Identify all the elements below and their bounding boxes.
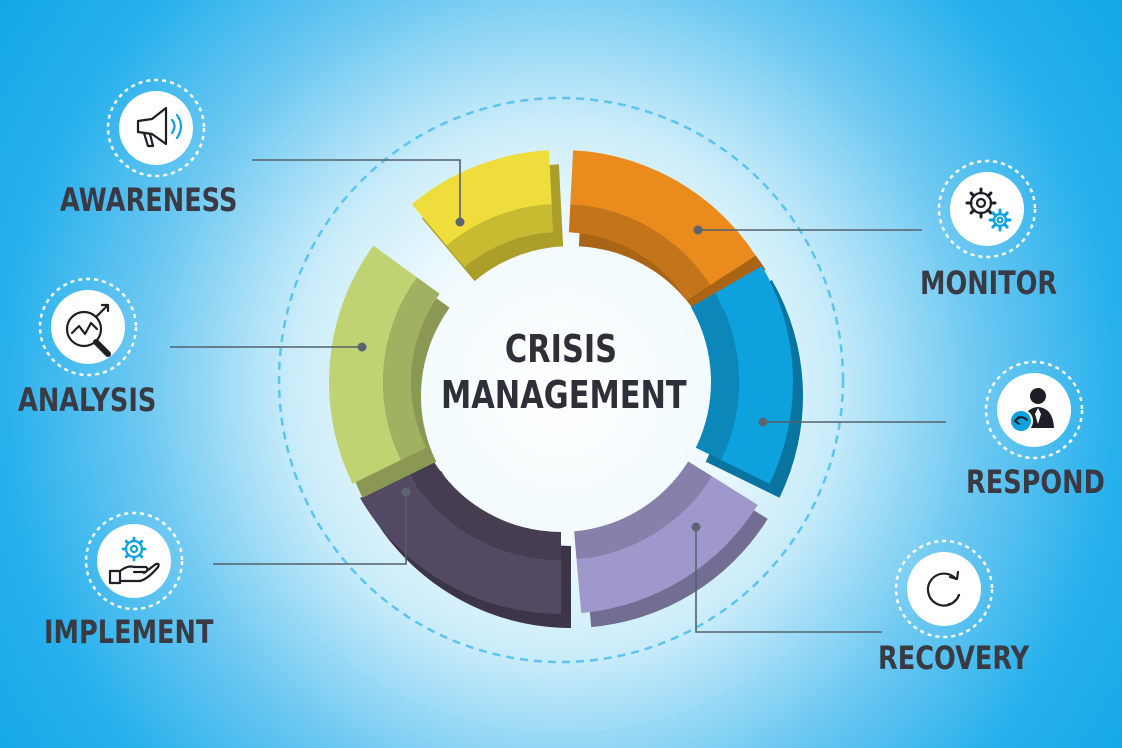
label-awareness: AWARENESS [60,181,238,219]
segment-analysis-top [328,245,417,484]
businessman-icon [984,360,1084,460]
connector-recovery [691,522,882,633]
hand-gear-icon [84,511,184,611]
segment-recovery-inner-bevel [574,461,712,560]
magnifier-chart-icon [38,277,138,377]
gears-icon [937,159,1037,259]
outer-dashed-ring [200,14,922,736]
dashed-rings [200,14,922,736]
segment-respond-top [715,266,793,484]
title-line-1: CRISIS [504,327,618,371]
circular-arrow-icon [894,539,994,639]
connector-awareness [252,159,465,227]
segment-implement-inner-bevel [406,457,561,560]
segment-recovery-top [576,476,758,614]
label-implement: IMPLEMENT [44,613,214,651]
inner-dashed-ring [277,96,845,664]
segment-recovery [574,461,768,628]
segment-awareness-top [411,150,552,246]
connector-lines [170,159,946,633]
segment-monitor [568,150,766,315]
label-monitor: MONITOR [920,264,1058,302]
label-analysis: ANALYSIS [18,381,157,419]
segment-monitor-top [570,150,756,286]
segment-analysis [328,245,450,498]
label-recovery: RECOVERY [878,639,1030,677]
cycle-segments [328,150,803,628]
connector-analysis [170,342,367,352]
megaphone-icon [106,78,206,178]
connector-respond [758,417,946,427]
stage-icons [38,78,1084,639]
segment-implement-top [360,471,561,614]
segment-analysis-inner-bevel [383,277,440,460]
segment-awareness-inner-bevel [446,204,554,268]
segment-awareness [411,150,564,282]
segment-implement [360,457,571,628]
segment-respond-inner-bevel [690,293,740,460]
connector-implement [213,487,411,565]
label-respond: RESPOND [966,463,1105,501]
segment-respond [690,266,803,498]
segment-monitor-inner-bevel [568,204,711,301]
title-line-2: MANAGEMENT [441,373,687,417]
connector-monitor [693,225,922,235]
